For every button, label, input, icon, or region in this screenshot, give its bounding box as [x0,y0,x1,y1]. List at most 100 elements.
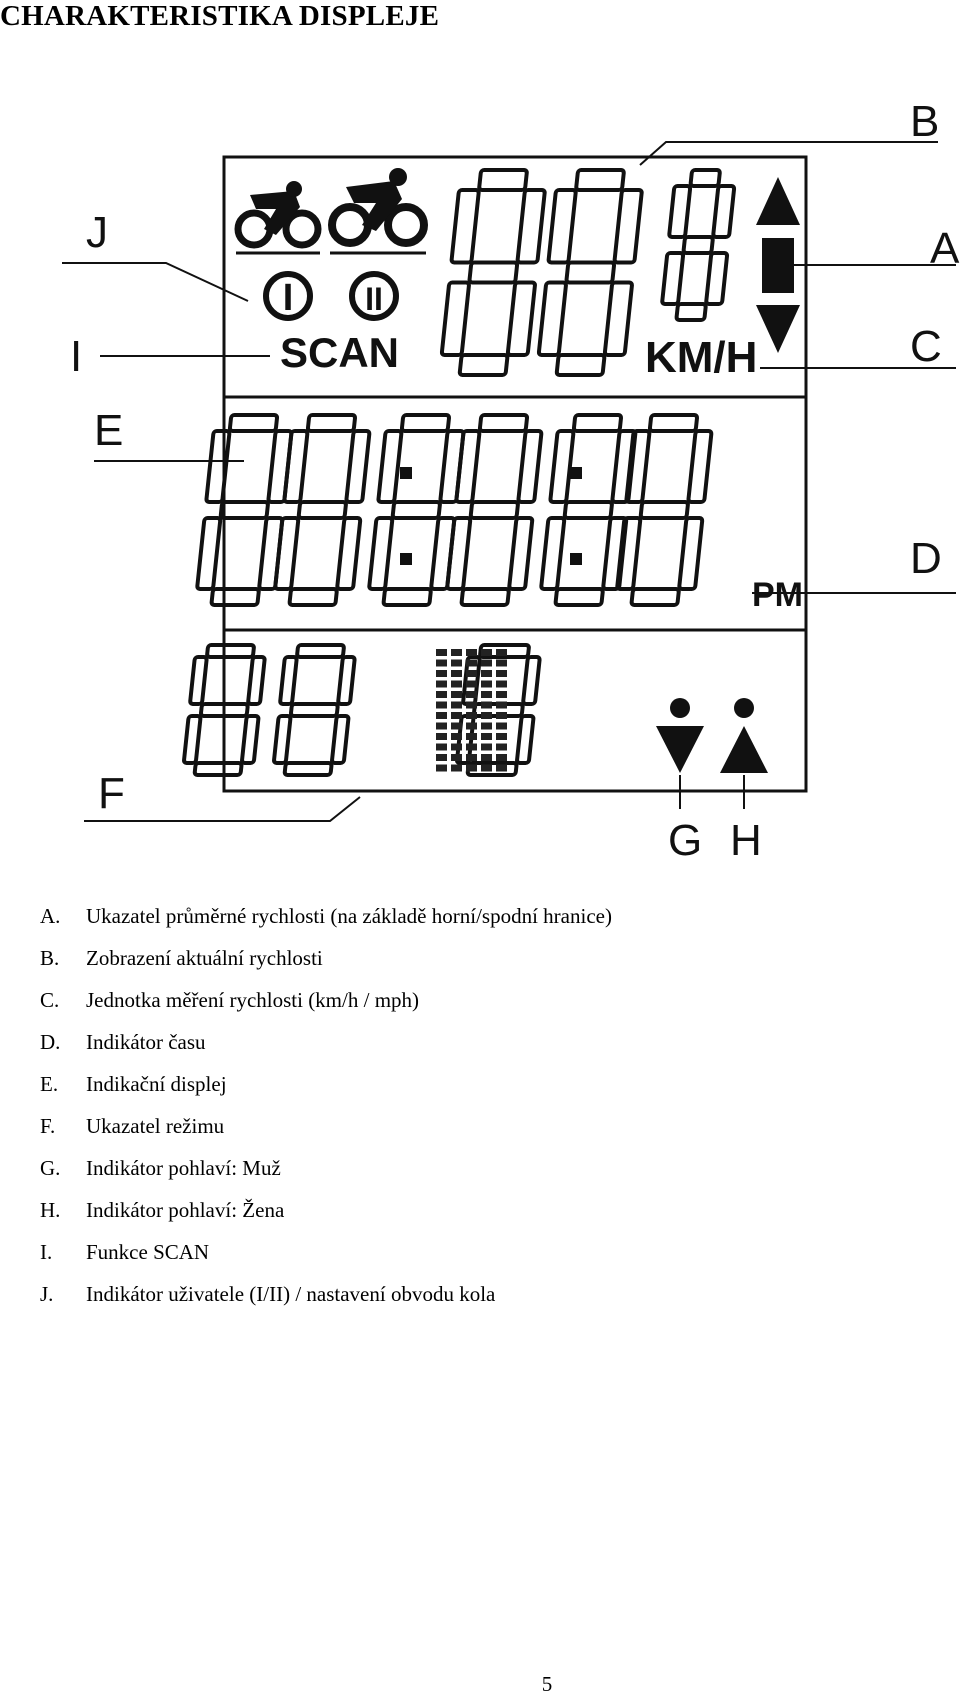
matrix-dot [496,649,507,656]
matrix-dot [436,743,447,751]
bike-user-2-icon [328,168,428,255]
matrix-dot [451,764,462,772]
matrix-dot [481,659,492,667]
scan-label: SCAN [280,329,399,376]
callout-d-label: D [910,534,942,583]
callout-g-label: G [668,816,702,865]
matrix-dot [451,712,462,719]
lcd-colon-dot [570,553,582,565]
speed-up-arrow-icon [756,177,800,225]
matrix-dot [466,680,477,688]
legend-item: D.Indikátor času [40,1030,206,1054]
matrix-dot [496,701,507,709]
matrix-dot [436,764,447,772]
lcd-digit [660,168,737,322]
matrix-dot [451,701,462,709]
matrix-dot [481,691,492,698]
lcd-colon-dot [570,467,582,479]
gender-female-icon [720,698,768,773]
legend-item: B.Zobrazení aktuální rychlosti [40,946,323,970]
matrix-dot [436,712,447,719]
callout-b-label: B [910,97,939,146]
matrix-dot [481,712,492,719]
matrix-dot [466,712,477,719]
lcd-digit [536,168,644,377]
legend-item: J.Indikátor uživatele (I/II) / nastavení… [40,1282,496,1306]
matrix-dot [436,733,447,740]
matrix-dot [451,649,462,656]
matrix-dot [466,733,477,740]
matrix-dot [466,649,477,656]
callout-c-label: C [910,322,942,371]
callout-j-label: J [86,208,108,257]
matrix-dot [451,659,462,667]
matrix-dot [436,691,447,698]
lcd-digit [445,413,544,607]
user-1-indicator-icon: I [263,271,313,321]
matrix-dot [481,754,492,761]
matrix-dot [466,722,477,730]
matrix-dot [436,659,447,667]
matrix-dot [481,680,492,688]
bike-user-1-icon [234,181,322,255]
matrix-dot [481,670,492,677]
callout-i-label: I [70,332,82,381]
matrix-dot [481,722,492,730]
legend-item: E.Indikační displej [40,1072,227,1096]
matrix-dot [436,701,447,709]
matrix-dot [466,764,477,772]
speed-bar-icon [762,238,794,293]
matrix-dot [451,722,462,730]
matrix-dot [496,680,507,688]
matrix-dot [451,754,462,761]
legend-item: H.Indikátor pohlaví: Žena [40,1198,285,1222]
speed-unit-label: KM/H [645,333,757,382]
matrix-dot [451,670,462,677]
matrix-dot [451,691,462,698]
speed-down-arrow-icon [756,305,800,353]
mode-dot-matrix [436,649,507,772]
matrix-dot [496,743,507,751]
lcd-colon-dot [400,553,412,565]
callout-f-label: F [98,769,125,818]
matrix-dot [436,722,447,730]
legend-list: A.Ukazatel průměrné rychlosti (na základ… [40,902,612,1322]
lcd-digit [273,413,372,607]
matrix-dot [436,754,447,761]
matrix-dot [466,743,477,751]
lcd-colon-dot [400,467,412,479]
matrix-dot [496,722,507,730]
page-title: CHARAKTERISTIKA DISPLEJE [0,0,440,32]
matrix-dot [481,649,492,656]
matrix-dot [466,754,477,761]
callout-a-label: A [930,224,960,273]
matrix-dot [496,659,507,667]
callout-e-label: E [94,406,123,455]
matrix-dot [496,691,507,698]
pm-label: PM [752,576,803,614]
legend-item: A.Ukazatel průměrné rychlosti (na základ… [40,904,612,928]
user-2-indicator-icon: II [349,271,399,321]
lcd-digit [439,168,547,377]
matrix-dot [436,670,447,677]
svg-text:II: II [365,281,383,317]
page-number: 5 [541,1672,553,1696]
legend-item: I.Funkce SCAN [40,1240,210,1264]
matrix-dot [496,733,507,740]
matrix-dot [451,743,462,751]
legend-item: C.Jednotka měření rychlosti (km/h / mph) [40,988,420,1012]
legend-item: G.Indikátor pohlaví: Muž [40,1156,281,1180]
matrix-dot [496,754,507,761]
lcd-display-diagram: KM/H SCAN PM I II [62,97,960,865]
lcd-digit [615,413,714,607]
matrix-dot [451,733,462,740]
matrix-dot [496,712,507,719]
matrix-dot [481,743,492,751]
matrix-dot [466,659,477,667]
gender-male-icon [656,698,704,773]
lcd-digit [272,643,357,777]
matrix-dot [496,764,507,772]
matrix-dot [496,670,507,677]
lcd-digit [182,643,267,777]
matrix-dot [481,701,492,709]
